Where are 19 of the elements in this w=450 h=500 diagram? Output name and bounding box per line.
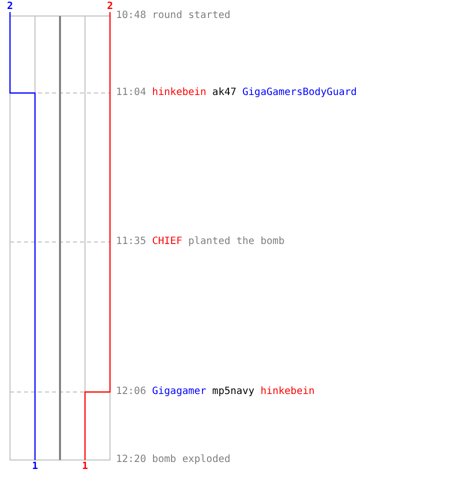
player-count: 2 [107, 1, 114, 13]
weapon-name: ak47 [212, 87, 236, 98]
player-count: 1 [32, 461, 38, 473]
player-count: 2 [7, 1, 14, 13]
player-count: 1 [82, 461, 88, 473]
player-name: Gigagamer [152, 386, 206, 397]
player-name: GigaGamersBodyGuard [242, 87, 357, 98]
player-name: hinkebein [260, 386, 315, 397]
event-text: round started [152, 10, 230, 21]
player-name: hinkebein [152, 87, 206, 98]
timestamp: 12:06 [116, 386, 146, 397]
event-text: bomb exploded [152, 454, 230, 465]
player-name: CHIEF [152, 236, 182, 247]
event-text: planted the bomb [188, 236, 285, 247]
timestamp: 12:20 [116, 454, 146, 465]
timestamp: 11:04 [116, 87, 146, 98]
timestamp: 10:48 [116, 10, 146, 21]
timestamp: 11:35 [116, 236, 146, 247]
weapon-name: mp5navy [212, 386, 254, 397]
